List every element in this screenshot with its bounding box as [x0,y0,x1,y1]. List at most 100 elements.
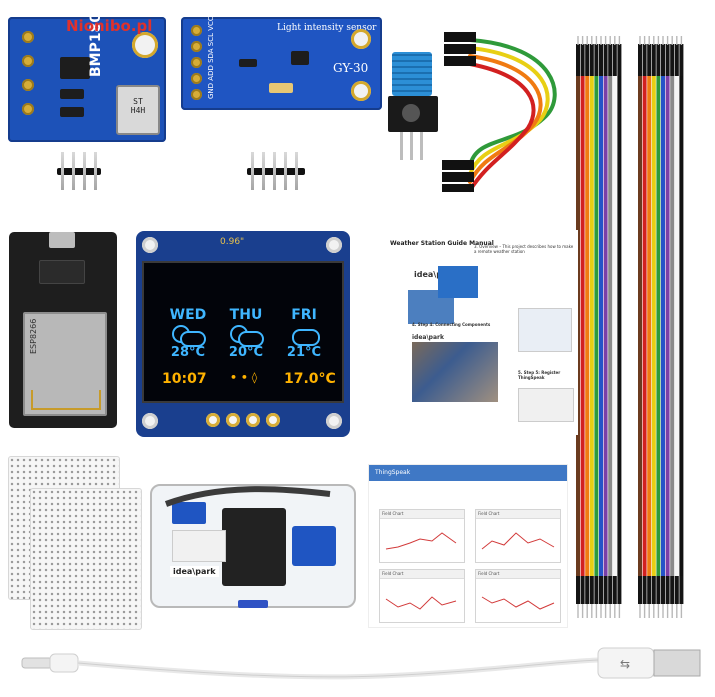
box-brand: idea\park [170,566,219,577]
pin-header [247,152,305,192]
connector-pin [666,604,669,618]
connector-pin [609,36,611,45]
connector-housing [585,44,590,76]
regulator-chip [60,57,90,79]
mounting-hole [351,29,371,49]
guide-step3: 3. Overview – This project describes how… [474,244,574,254]
field-chart-card: Field Chart [475,569,561,623]
connector-housing [576,44,580,76]
connector-housing [642,576,647,604]
thingspeak-dashboard-printout: ThingSpeak Field Chart Field Chart Field… [368,464,568,628]
pin-pad [22,103,34,115]
light-sensor-chip [269,83,293,93]
guide-side-screens [518,308,572,352]
connector-housing [603,576,608,604]
chart-line [385,532,457,550]
usb-uart-chip [39,260,85,284]
connector-housing [647,576,652,604]
forecast-day-wed: WED 28°C [166,307,210,360]
day-temp: 20°C [228,345,264,360]
micro-usb-cable: ⇆ [21,647,701,680]
guide-title: Weather Station Guide Manual [390,240,494,247]
connector-pin [639,36,641,45]
card-title: Field Chart [476,510,560,519]
connector-pin [595,36,598,45]
pin-pad [191,73,202,84]
gy30-title: Light intensity sensor [277,23,377,33]
mounting-hole [351,81,371,101]
jumper-wire-bundle-short [442,32,557,192]
card-title: Field Chart [380,510,464,519]
connector-housing [608,576,613,604]
connector-pin [586,604,588,618]
connector-pin [643,604,646,618]
connector-housing [580,576,585,604]
connector-pin [680,604,683,618]
connector-housing [612,44,617,76]
pin-pad [22,55,34,67]
connector-housing [594,44,599,76]
box-ribbon-cable [164,486,331,507]
connector-housing [674,44,679,76]
antenna-trace [31,390,101,410]
connector-pin [662,604,664,618]
connector-housing [617,44,622,76]
card-title: Field Chart [476,570,560,579]
connector-housing [651,576,656,604]
mounting-hole [142,237,158,253]
connector-pin [618,36,621,45]
connector-housing [651,44,656,76]
connector-housing [670,44,675,76]
guide-side-screens-2 [518,388,574,422]
sensor-chip-marking: ST H4H [130,97,146,115]
pin-pad [22,31,34,43]
dashboard-header: ThingSpeak [369,465,567,481]
mounting-hole [326,413,342,429]
connector-pin [676,36,678,45]
oled-display-module: 0.96" WED 28°C THU 20°C FRI 21°C 10 [136,231,350,437]
guide-brand: idea\park [414,270,457,279]
connector-housing [576,576,580,604]
connector-housing [599,576,603,604]
smd-component [291,51,309,65]
mini-breadboard [30,488,142,630]
connector-housing [580,44,585,76]
pin-pad [191,25,202,36]
partly-cloudy-icon [166,323,210,347]
connector-housing [612,576,617,604]
esp-label: ESP8266 [29,318,38,354]
connector-pin [614,36,616,45]
connector-pin [657,604,660,618]
oled-screen: WED 28°C THU 20°C FRI 21°C 10:07 • • ◊ 1… [142,261,344,403]
connector-housing [608,44,613,76]
day-label: FRI [291,307,317,323]
page-dots: • • ◊ [230,371,258,384]
clock-time: 10:07 [162,371,207,387]
connector-pin [680,36,683,45]
connector-pin [657,36,660,45]
chart-line [481,532,555,550]
connector-pin [666,36,669,45]
guide-wiring-photo [412,342,498,402]
cloud-icon [282,323,326,346]
connector-pin [643,36,646,45]
gy30-pin-labels: GND ADD SDA SCL VCC [207,16,215,99]
connector-pin [577,604,579,618]
connector-pin [581,36,584,45]
connector-pin [604,604,607,618]
bmp180-sensor-chip: ST H4H [116,85,160,135]
connector-housing [585,576,590,604]
connector-housing [656,44,661,76]
connector-housing [670,576,675,604]
connector-pin [671,604,673,618]
pin-pad [191,57,202,68]
bmp180-sensor-board: BMP180 ST H4H [8,13,166,142]
connector-housing [647,44,652,76]
resistor [60,89,84,99]
connector-pin [648,36,650,45]
connector-pin [600,604,602,618]
connector-pin [609,604,611,618]
storage-box: idea\park [150,484,356,608]
connector-pin [648,604,650,618]
pin-pad [22,79,34,91]
